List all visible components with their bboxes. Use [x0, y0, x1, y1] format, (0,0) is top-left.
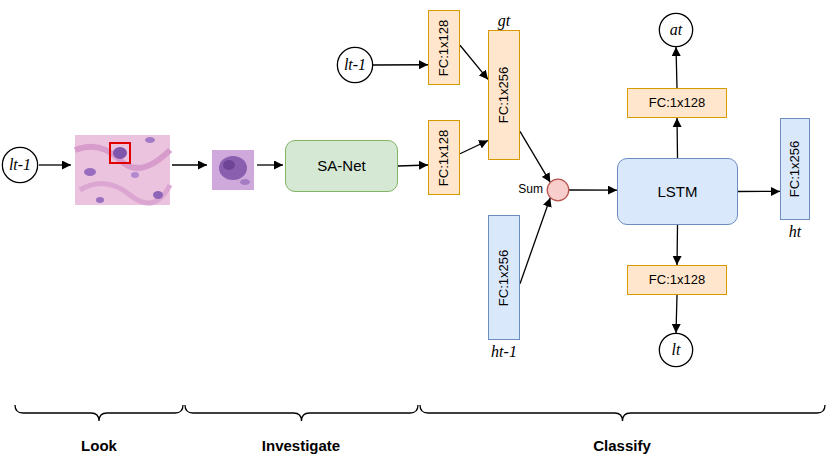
section-label: Investigate: [262, 437, 340, 454]
flow-arrow: [520, 198, 550, 284]
input-arrow: [39, 164, 71, 165]
action-circle: at: [659, 13, 693, 47]
network-box: SA-Net: [285, 140, 398, 192]
location-circle: lt-1: [337, 47, 373, 83]
node-label: FC:1x128: [649, 273, 705, 288]
flow-arrow: [676, 295, 677, 333]
node-label: LSTM: [657, 183, 697, 200]
flow-arrow: [738, 191, 780, 192]
node-label: lt-1: [344, 56, 366, 74]
section-braces: [15, 405, 825, 421]
flow-arrow: [676, 225, 678, 265]
node-caption: ht: [789, 223, 801, 241]
flow-arrow: [520, 131, 550, 182]
node-caption: Sum: [517, 183, 544, 197]
node-label: FC:1x128: [649, 96, 705, 111]
fc-layer: FC:1x128: [627, 265, 727, 295]
fc-layer: FC:1x256gt: [488, 30, 520, 160]
node-label: SA-Net: [317, 157, 365, 174]
crop-arrow: [172, 164, 207, 165]
patch-arrow: [257, 164, 283, 165]
node-label: lt: [672, 341, 681, 359]
flow-arrow: [373, 64, 428, 66]
node-label: lt-1: [9, 156, 31, 174]
fc-layer: FC:1x128: [428, 10, 460, 85]
glimpse-box: [110, 143, 130, 163]
section-label: Classify: [593, 437, 651, 454]
node-label: FC:1x128: [437, 129, 452, 185]
flow-arrow: [676, 47, 677, 88]
node-label: at: [670, 21, 682, 39]
histology-image: [75, 135, 170, 205]
flow-arrow: [676, 118, 678, 158]
fc-layer: FC:1x128: [428, 120, 460, 195]
node-caption: gt: [498, 12, 510, 30]
flow-arrow: [460, 141, 488, 154]
location-circle: lt-1: [2, 147, 38, 183]
node-label: FC:1x256: [497, 67, 512, 123]
flow-arrow: [460, 45, 488, 79]
lstm-box: LSTM: [617, 158, 738, 225]
hidden-state: FC:1x256ht: [780, 118, 810, 220]
node-label: FC:1x256: [497, 249, 512, 305]
section-label: Look: [81, 437, 117, 454]
node-label: FC:1x256: [788, 141, 803, 197]
glimpse-patch: [212, 150, 254, 190]
fc-layer: FC:1x128: [627, 88, 727, 118]
circle-outline: [547, 179, 569, 201]
flow-arrow: [569, 189, 617, 190]
node-caption: ht-1: [491, 343, 517, 361]
node-label: FC:1x128: [437, 19, 452, 75]
flow-arrow: [398, 165, 428, 166]
location-circle: lt: [659, 333, 693, 367]
sum-node: Sum: [547, 179, 569, 201]
hidden-state: FC:1x256ht-1: [488, 215, 520, 340]
